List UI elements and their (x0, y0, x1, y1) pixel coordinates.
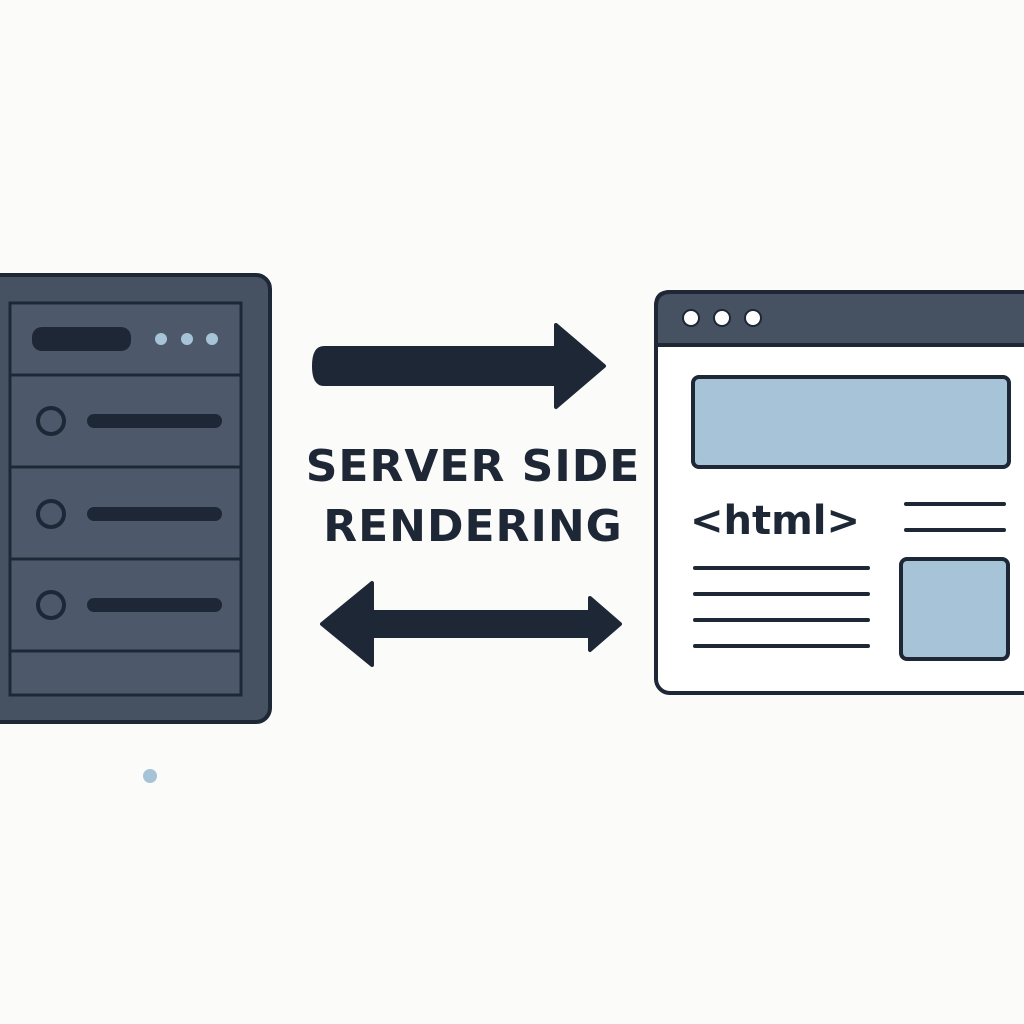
browser-image-block (899, 557, 1010, 661)
server-slot-led (36, 590, 66, 620)
server-icon (0, 273, 272, 724)
server-slot-bar (87, 414, 222, 428)
html-tag-label: <html> (690, 498, 860, 544)
browser-window-dot (744, 309, 762, 327)
server-bottom-panel (8, 649, 243, 697)
decorative-dot (143, 769, 157, 783)
text-line (693, 618, 870, 622)
text-line (904, 528, 1006, 532)
caption-line-1: SERVER SIDE (306, 441, 641, 492)
server-header-dot (155, 333, 167, 345)
text-line (693, 592, 870, 596)
text-line (904, 502, 1006, 506)
browser-window-icon: <html> (654, 290, 1024, 695)
browser-titlebar (654, 290, 1024, 347)
server-slot-led (36, 406, 66, 436)
browser-window-dot (682, 309, 700, 327)
text-line (693, 566, 870, 570)
server-slot-bar (87, 598, 222, 612)
server-header-dot (206, 333, 218, 345)
server-header-dot (181, 333, 193, 345)
caption-line-2: RENDERING (323, 501, 623, 552)
browser-hero-block (691, 375, 1011, 469)
server-slot-led (36, 499, 66, 529)
arrow-left-right-icon (320, 581, 622, 667)
browser-window-dot (713, 309, 731, 327)
server-slot-bar (87, 507, 222, 521)
text-line (693, 644, 870, 648)
arrow-right-icon (312, 323, 606, 409)
server-header-bar (32, 327, 131, 351)
